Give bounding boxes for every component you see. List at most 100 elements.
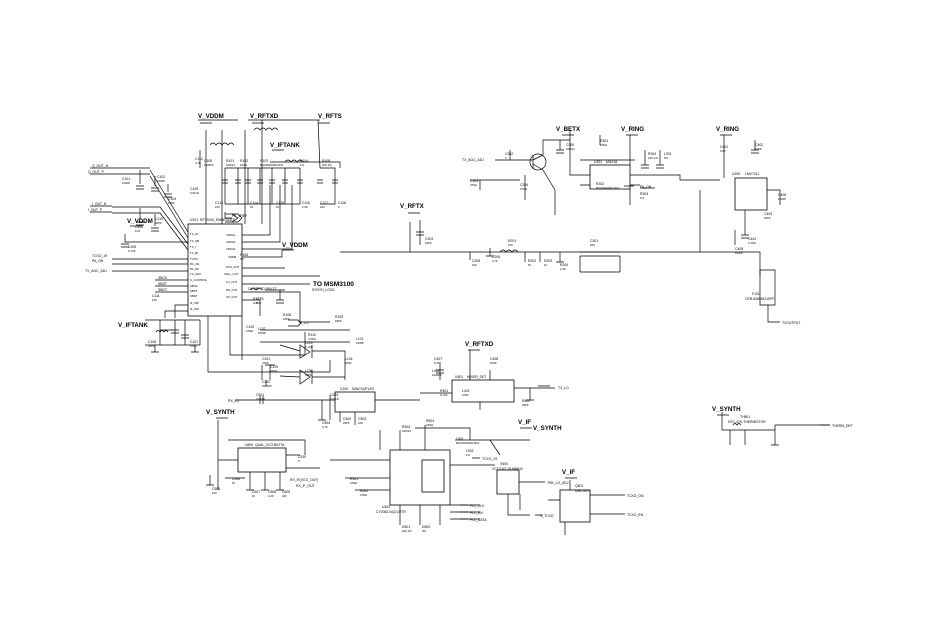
designator-c115: C115 — [276, 201, 284, 205]
designator-c108: C108 — [204, 159, 212, 163]
designator-c404: C404 — [748, 237, 756, 241]
component-value: 10NH — [240, 163, 247, 167]
component-designators: C101100PFC102100PFC1031UFC10410NFC1050.1… — [122, 139, 787, 533]
designator-l401: L401 — [462, 389, 470, 393]
therm-part: NTC-47K-THERMISTOR — [728, 420, 766, 424]
therm-name: TH501 — [740, 415, 750, 419]
component-value: 47NH — [270, 369, 277, 373]
designator-c502: C502 — [343, 417, 351, 421]
sig-pll-data: PLL_DATA — [470, 518, 487, 522]
designator-l106: L106 — [305, 369, 313, 373]
designator-c403: C403 — [764, 212, 772, 216]
pin-s-control: S_CONTROL — [190, 278, 208, 282]
designator-c105: C105 — [128, 245, 136, 249]
sig-tx-agc-adj-r: TX_AGC_ADJ — [462, 158, 484, 162]
sig-tx-rf-out: TXOUTPUT — [782, 321, 800, 325]
component-value: 100PF — [356, 341, 365, 345]
component-value: 100NH — [226, 163, 235, 167]
pin-tx-ib: TX_IB — [190, 251, 198, 255]
designator-r502: R502 — [360, 489, 368, 493]
sig-v-tcxo: V_TCXO — [540, 514, 554, 518]
designator-r304: R304 — [648, 152, 656, 156]
component-value: 100PF — [258, 331, 267, 335]
component-value: 0.1UF — [305, 345, 313, 349]
component-value: 0 — [338, 205, 340, 209]
pin-tcxo: TCXO — [190, 257, 199, 261]
designator-c119: C119 — [270, 365, 278, 369]
designator-r503: R503 — [402, 425, 410, 429]
designator-l103: L103 — [256, 297, 264, 301]
designator-r104: R104 — [300, 159, 308, 163]
sig-pll-clk: PLL_CLK — [470, 504, 485, 508]
component-value: 3.3NH — [748, 241, 756, 245]
note-close-to-pin: CLOSE TO PIN 37 — [248, 287, 276, 291]
pin-tx-qb: TX_QB — [190, 239, 199, 243]
ic-u101-body — [187, 223, 243, 317]
component-value: 6.8K — [720, 149, 726, 153]
tcxo-part: VCTCXO 19.68MHZ — [492, 467, 523, 471]
pin-sbst: SBST — [190, 289, 198, 293]
pin-sbck: SBCK — [190, 284, 198, 288]
filter-part: CER-836MHZ-BPF — [745, 297, 774, 301]
component-value: 47NH — [350, 481, 357, 485]
sig-rx-lo: RX_LO — [228, 399, 239, 403]
component-value: 100NH — [402, 429, 411, 433]
designator-l101: L101 — [356, 337, 364, 341]
wires-u101 — [112, 120, 350, 373]
ic-u501-name: U501 — [455, 375, 463, 379]
designator-c205: C205 — [472, 259, 480, 263]
component-value: 27NH — [360, 493, 367, 497]
pin-pd-out: PD_OUT — [226, 288, 238, 292]
sig-rx-if-out-n: RX_IF_OUT — [296, 484, 315, 488]
component-value: 1UF — [434, 361, 440, 365]
component-value: 100 — [215, 205, 220, 209]
component-value: 10K — [472, 263, 477, 267]
component-value: 10K,1% — [648, 156, 658, 160]
designator-c402: C402 — [755, 143, 763, 147]
designator-c406: C406 — [778, 193, 786, 197]
designator-r303: R303 — [640, 192, 648, 196]
component-value: 47NH — [470, 183, 477, 187]
component-value: 6.8K — [253, 301, 259, 305]
component-value: 220 — [320, 205, 325, 209]
component-value: 5% — [240, 257, 245, 261]
rail-vddm-mid: V_VDDM — [282, 242, 308, 249]
component-value: 4.7K — [322, 425, 328, 429]
ic-u403: U403 CY2082-NQ2-02TR — [330, 425, 530, 525]
designator-l502: L502 — [466, 449, 474, 453]
designator-r504: R504 — [426, 419, 434, 423]
component-value: 18PF — [335, 319, 342, 323]
component-value: 220 — [282, 494, 287, 498]
note-to-msm: TO MSM3100 — [313, 281, 354, 288]
designator-l105: L105 — [305, 341, 313, 345]
rail-vsynth-a: V_SYNTH — [206, 409, 235, 416]
component-value: 1K — [544, 263, 548, 267]
component-value: 1UF — [135, 229, 141, 233]
designator-c107: C107 — [190, 340, 198, 344]
designator-c120: C120 — [246, 325, 254, 329]
pin-vddm: VDDM — [228, 255, 237, 259]
sig-i-out-p: I_OUT_P — [88, 208, 103, 212]
rail-vsynth-b: V_SYNTH — [533, 425, 562, 432]
component-value: 5% — [422, 529, 427, 533]
designator-c301: C301 — [590, 239, 598, 243]
component-value: 2.2K — [302, 205, 308, 209]
rail-vif-a: V_IF — [518, 419, 531, 426]
ic-u301-name: U301 — [594, 160, 602, 164]
designator-c507: C507 — [252, 490, 260, 494]
transistor-q200 — [529, 153, 547, 171]
component-value: 12PF — [755, 147, 762, 151]
component-value: 100 — [508, 243, 513, 247]
designator-c508: C508 — [268, 490, 276, 494]
pin-pa-r0: PA_R0 — [190, 267, 199, 271]
component-value: 0.01UF — [190, 191, 199, 195]
designator-r401: R401 — [440, 389, 448, 393]
designator-r108: R108 — [283, 313, 291, 317]
component-value: 0.01UF — [256, 397, 265, 401]
pll-internal-block — [421, 459, 445, 493]
sig-tcxo-19-b: TCXO_19 — [482, 457, 497, 461]
component-value: 10NF — [490, 361, 497, 365]
component-value: 4.7K — [195, 161, 201, 165]
pin-if-inn: IF_INN — [190, 307, 199, 311]
sig-synth-lock: SYNTH_LOCK — [312, 288, 335, 292]
